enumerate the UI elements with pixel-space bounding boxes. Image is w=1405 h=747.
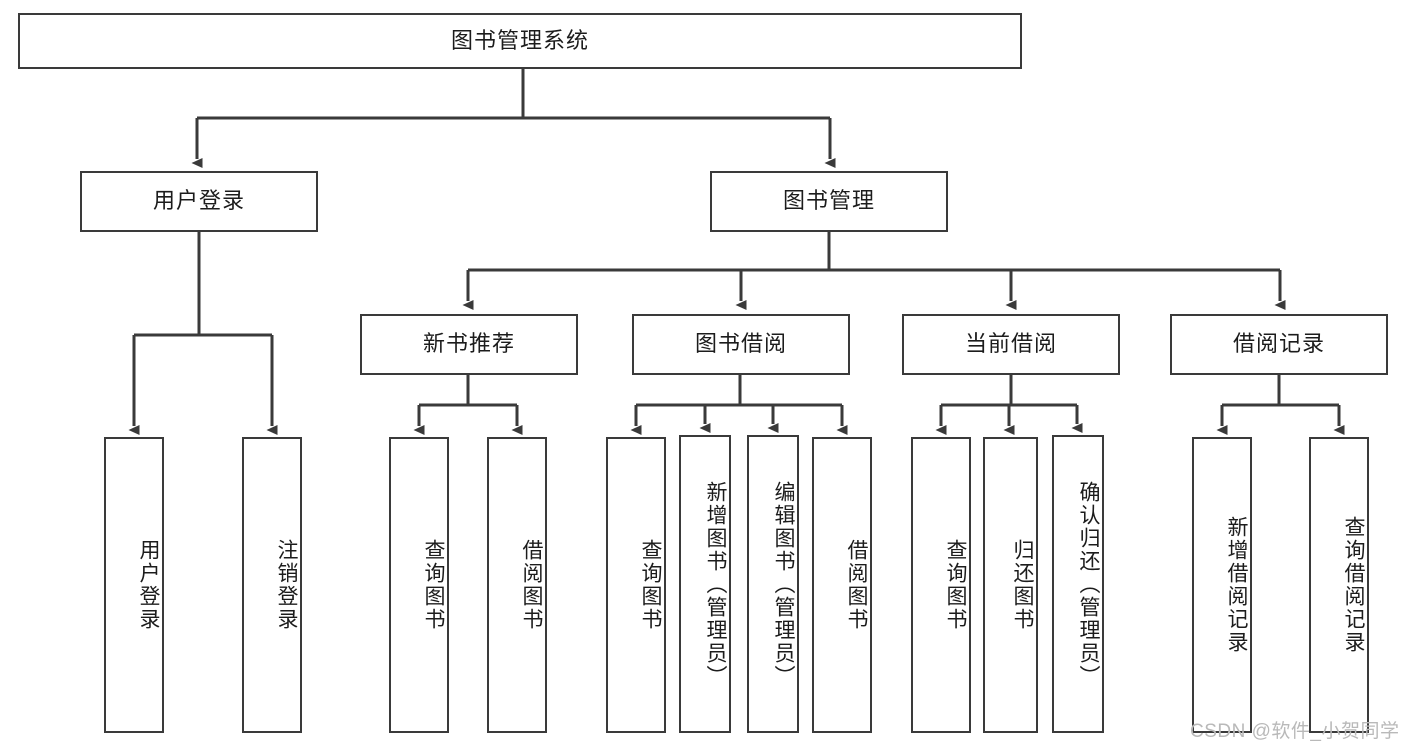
node-user-login-label: 用户登录 bbox=[152, 188, 245, 214]
leaf-current-borrow-query[interactable]: 查询图书 bbox=[911, 437, 971, 733]
leaf-label: 归还图书 bbox=[1011, 539, 1034, 631]
node-current-borrow-label: 当前借阅 bbox=[964, 331, 1057, 357]
leaf-label: 新增图书（管理员） bbox=[704, 480, 727, 688]
node-book-borrow[interactable]: 图书借阅 bbox=[632, 314, 850, 375]
node-borrow-record[interactable]: 借阅记录 bbox=[1170, 314, 1388, 375]
leaf-label: 查询图书 bbox=[944, 539, 967, 631]
leaf-label: 查询图书 bbox=[422, 539, 445, 631]
leaf-label: 确认归还（管理员） bbox=[1077, 480, 1100, 688]
leaf-current-borrow-return[interactable]: 归还图书 bbox=[983, 437, 1038, 733]
leaf-user-login-login[interactable]: 用户登录 bbox=[104, 437, 164, 733]
node-root-label: 图书管理系统 bbox=[450, 27, 589, 53]
node-new-book-recommend-label: 新书推荐 bbox=[422, 331, 515, 357]
node-book-manage-label: 图书管理 bbox=[782, 188, 875, 214]
leaf-label: 注销登录 bbox=[275, 539, 298, 631]
leaf-current-borrow-confirm[interactable]: 确认归还（管理员） bbox=[1052, 435, 1104, 733]
leaf-user-login-logout[interactable]: 注销登录 bbox=[242, 437, 302, 733]
leaf-label: 用户登录 bbox=[137, 539, 160, 631]
leaf-label: 借阅图书 bbox=[520, 539, 543, 631]
leaf-label: 新增借阅记录 bbox=[1225, 516, 1248, 654]
node-new-book-recommend[interactable]: 新书推荐 bbox=[360, 314, 578, 375]
node-borrow-record-label: 借阅记录 bbox=[1232, 331, 1325, 357]
node-book-borrow-label: 图书借阅 bbox=[694, 331, 787, 357]
leaf-label: 查询图书 bbox=[639, 539, 662, 631]
watermark: CSDN @软件_小贺同学 bbox=[1190, 721, 1400, 742]
leaf-new-book-borrow[interactable]: 借阅图书 bbox=[487, 437, 547, 733]
node-user-login[interactable]: 用户登录 bbox=[80, 171, 318, 232]
leaf-label: 编辑图书（管理员） bbox=[772, 480, 795, 688]
leaf-book-borrow-add[interactable]: 新增图书（管理员） bbox=[679, 435, 731, 733]
leaf-book-borrow-query[interactable]: 查询图书 bbox=[606, 437, 666, 733]
node-current-borrow[interactable]: 当前借阅 bbox=[902, 314, 1120, 375]
leaf-new-book-query[interactable]: 查询图书 bbox=[389, 437, 449, 733]
leaf-book-borrow-borrow[interactable]: 借阅图书 bbox=[812, 437, 872, 733]
leaf-borrow-record-add[interactable]: 新增借阅记录 bbox=[1192, 437, 1252, 733]
node-book-manage[interactable]: 图书管理 bbox=[710, 171, 948, 232]
leaf-book-borrow-edit[interactable]: 编辑图书（管理员） bbox=[747, 435, 799, 733]
leaf-label: 借阅图书 bbox=[845, 539, 868, 631]
leaf-borrow-record-query[interactable]: 查询借阅记录 bbox=[1309, 437, 1369, 733]
leaf-label: 查询借阅记录 bbox=[1342, 516, 1365, 654]
node-root[interactable]: 图书管理系统 bbox=[18, 13, 1022, 69]
